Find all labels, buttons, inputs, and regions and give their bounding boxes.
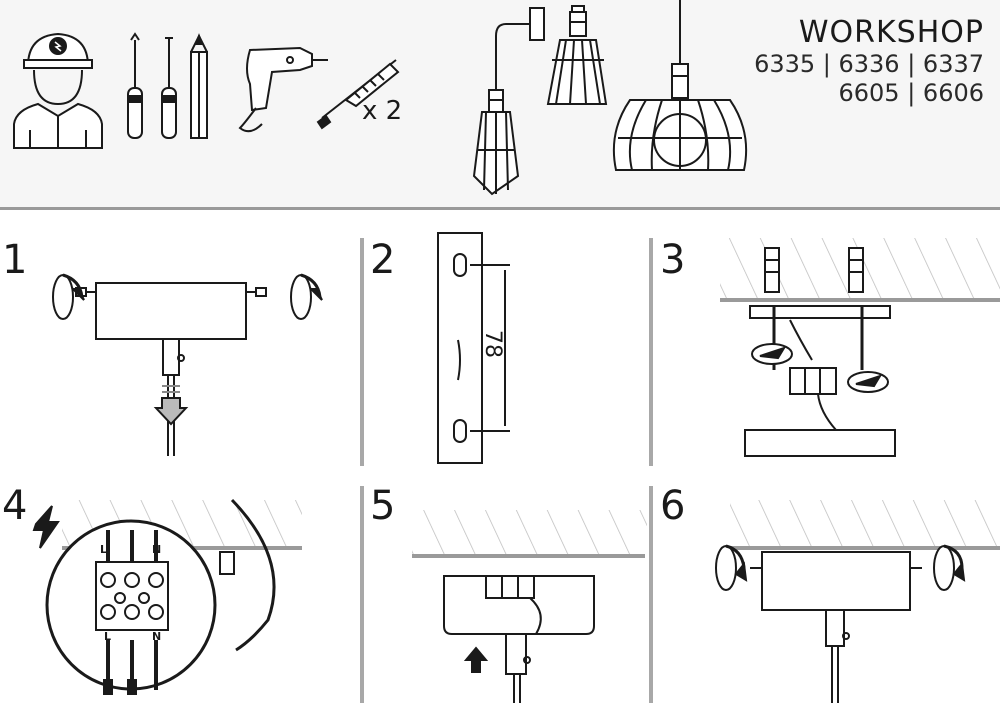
step-number-6: 6 [660, 483, 686, 529]
step-4-illustration [32, 498, 302, 695]
wall-plug-icon [316, 59, 400, 130]
drill-icon [238, 46, 328, 133]
step-number-1: 1 [2, 237, 28, 283]
step-1-illustration [52, 273, 323, 456]
rotate-right-icon [933, 544, 966, 591]
panel-divider [649, 486, 653, 703]
panel-divider [360, 238, 364, 466]
panel-divider [360, 486, 364, 703]
step-number-3: 3 [660, 237, 686, 283]
rotate-right-icon [290, 273, 323, 320]
electricity-warning-icon [32, 505, 60, 549]
phillips-screwdriver-icon [127, 32, 143, 139]
step-6-illustration [715, 500, 1000, 703]
push-up-arrow-icon [463, 646, 489, 673]
step-number-5: 5 [370, 483, 396, 529]
product-codes-line2: 6605 | 6606 [838, 79, 985, 107]
terminal-label-l: L [104, 630, 111, 643]
terminal-label-n: N [152, 630, 161, 643]
rotate-left-icon [52, 273, 85, 320]
large-pendant-icon [612, 0, 748, 171]
small-pendant-icon [546, 5, 608, 105]
rotate-left-icon [715, 544, 748, 591]
electrician-icon [13, 32, 103, 149]
plug-quantity: x 2 [362, 96, 403, 126]
step-2-illustration [437, 232, 510, 464]
step-5-illustration [412, 510, 647, 703]
product-codes-line1: 6335 | 6336 | 6337 [754, 50, 984, 78]
terminal-label-l: L [100, 543, 107, 556]
step-number-4: 4 [2, 483, 28, 529]
flat-screwdriver-icon [161, 37, 177, 139]
pencil-icon [190, 33, 208, 139]
wall-lamp-icon [472, 7, 545, 196]
step-number-2: 2 [370, 237, 396, 283]
terminal-label-n: N [152, 543, 161, 556]
header-divider [0, 207, 1000, 210]
step-3-illustration [720, 238, 1000, 457]
panel-divider [649, 238, 653, 466]
product-title: WORKSHOP 6335 | 6336 | 6337 6605 | 6606 [754, 16, 984, 108]
product-name: WORKSHOP [798, 15, 984, 50]
